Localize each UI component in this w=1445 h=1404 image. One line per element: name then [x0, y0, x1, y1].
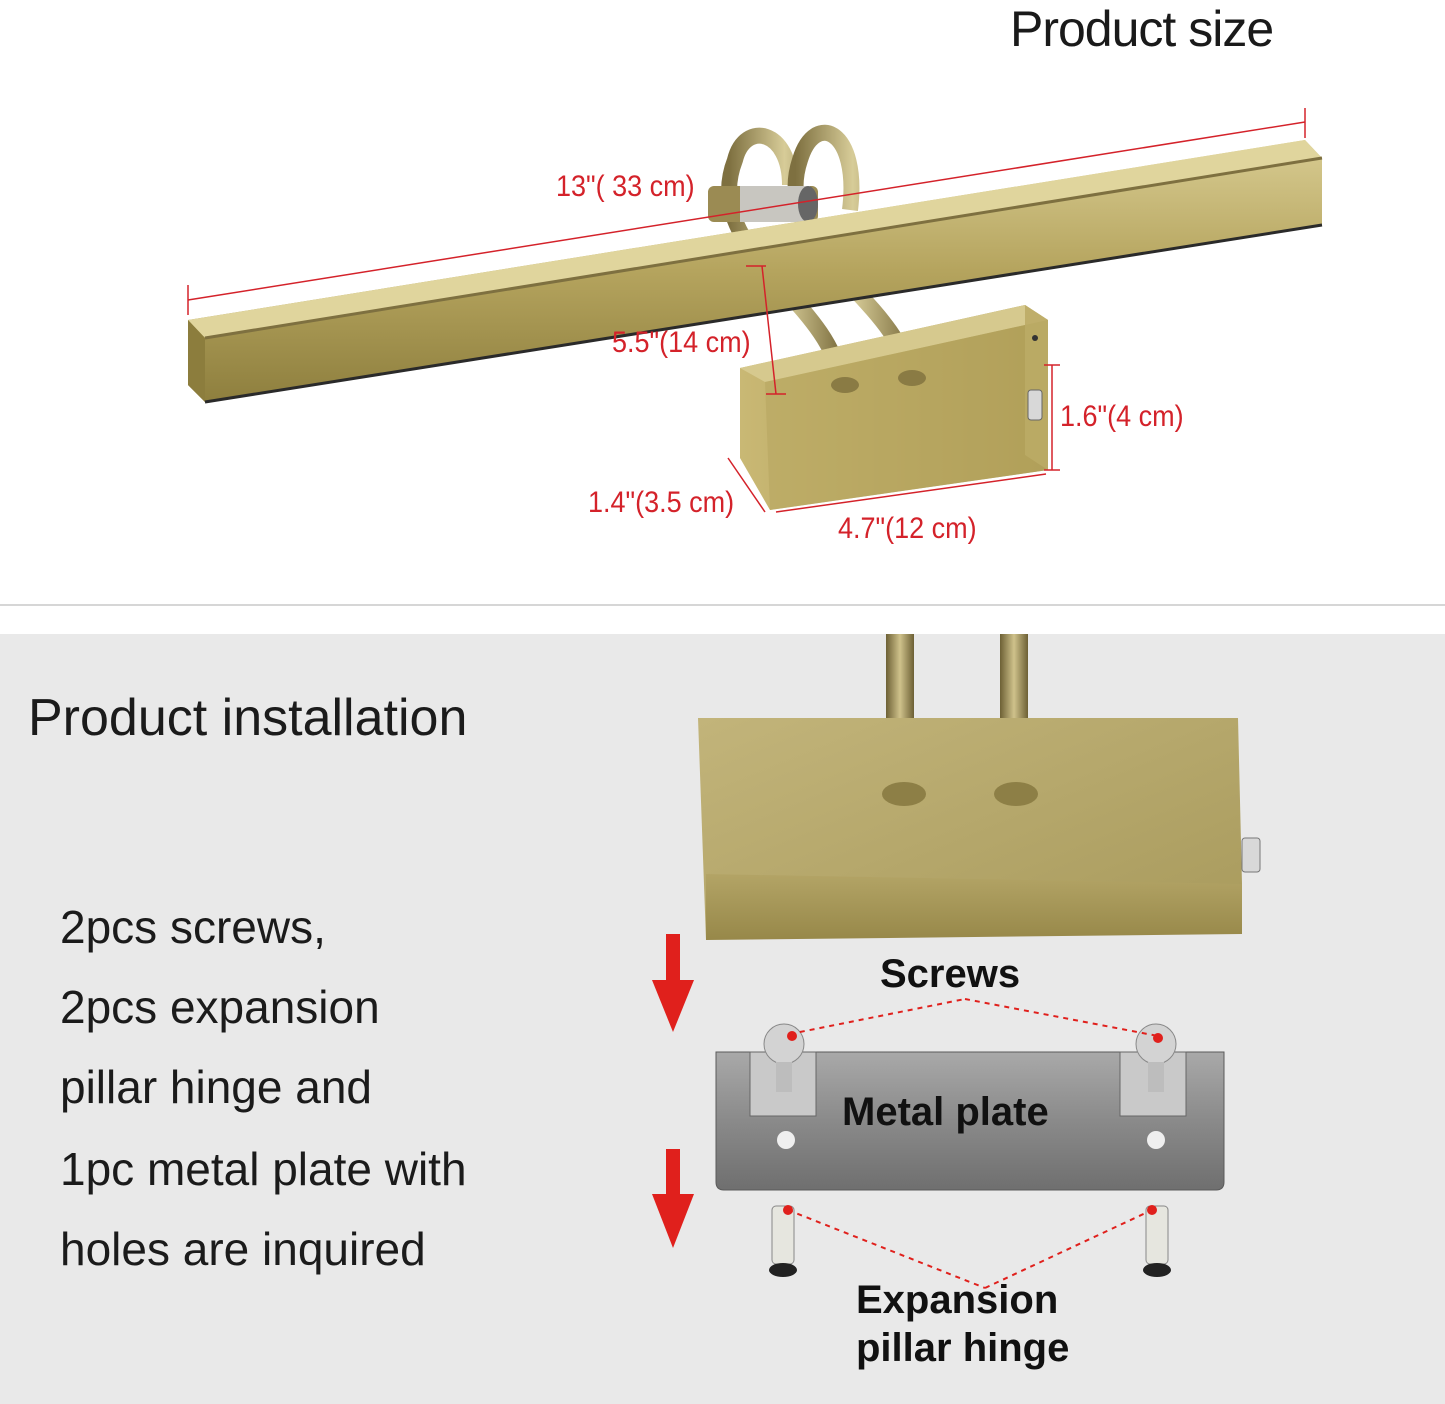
description-line-2: 2pcs expansion: [60, 981, 380, 1033]
dim-height-label: 5.5"(14 cm): [612, 326, 751, 359]
expansion-hinge-icon: [769, 1205, 797, 1277]
label-expansion: Expansion: [856, 1278, 1059, 1322]
dim-base-depth-label: 1.4"(3.5 cm): [588, 486, 735, 519]
dim-length-label: 13"( 33 cm): [556, 170, 695, 203]
label-screws: Screws: [880, 952, 1021, 996]
dim-line-base-width: [775, 473, 1047, 513]
metal-plate: [715, 1051, 1225, 1191]
label-metal-plate: Metal plate: [842, 1090, 1049, 1134]
description-line-5: holes are inquired: [60, 1223, 426, 1275]
dim-line-length: [187, 121, 1306, 301]
dim-line-base-depth: [727, 457, 766, 513]
dim-base-height-label: 1.6"(4 cm): [1060, 400, 1184, 433]
dim-line-height: [761, 265, 777, 395]
base-switch: [1027, 389, 1043, 421]
description-line-1: 2pcs screws,: [60, 901, 326, 953]
installation-illustration: [652, 634, 1261, 1289]
product-installation-panel: Product installation 2pcs screws, 2pcs e…: [0, 634, 1445, 1404]
lamp-size-illustration: [187, 108, 1323, 513]
expansion-hinge-icon: [1143, 1205, 1171, 1277]
dim-base-width-label: 4.7"(12 cm): [838, 512, 977, 545]
arrow-down-icon: [652, 934, 694, 1032]
plate-hole: [1147, 1131, 1165, 1149]
lamp-arm-right: [787, 124, 918, 380]
product-size-panel: Product size 13"( 33 cm) 5.5"(14 cm) 1.6…: [0, 0, 1445, 604]
description-line-4: 1pc metal plate with: [60, 1143, 467, 1195]
plate-hole: [777, 1131, 795, 1149]
description-line-3: pillar hinge and: [60, 1061, 373, 1113]
arrow-down-icon: [652, 1149, 694, 1248]
base-switch-closeup: [1241, 837, 1261, 873]
product-size-title: Product size: [1010, 1, 1274, 57]
product-installation-title: Product installation: [28, 689, 468, 747]
section-divider: [0, 604, 1445, 606]
light-bar: [188, 140, 1322, 402]
label-pillar-hinge: pillar hinge: [856, 1326, 1070, 1370]
